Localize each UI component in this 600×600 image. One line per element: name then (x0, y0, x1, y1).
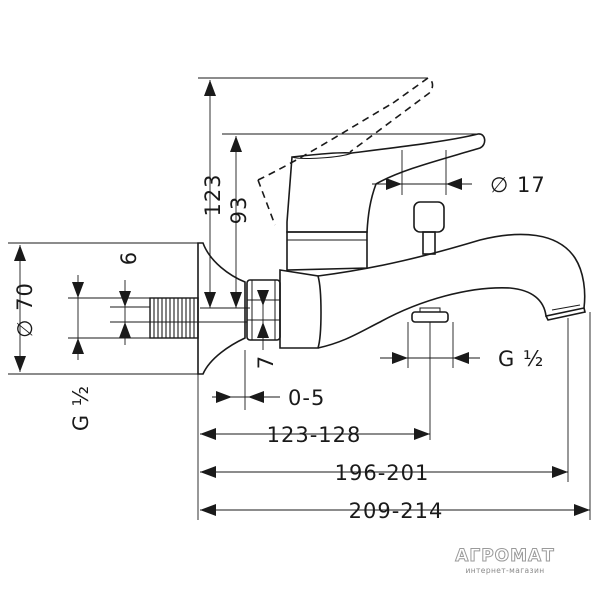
faucet-outline (149, 77, 586, 375)
dim-overall-length: 209-214 (349, 499, 444, 523)
wall-rosette (197, 242, 246, 375)
dim-lever-width: ∅ 17 (490, 173, 546, 197)
dim-thread-outlet: G ½ (498, 347, 544, 371)
dim-offset-7: 7 (254, 355, 278, 369)
diverter-knob (413, 201, 445, 255)
dim-rosette-diameter: ∅ 70 (13, 282, 37, 338)
watermark-subtitle: интернет-магазин (465, 566, 544, 575)
lever-raised-position (257, 77, 434, 226)
dim-overall-height: 123 (201, 173, 225, 216)
dim-lever-height: 93 (227, 196, 251, 225)
dim-outlet-reach: 123-128 (267, 423, 362, 447)
watermark-logo: АГРОМАТ интернет-магазин (455, 546, 555, 576)
dim-thread-inlet: G ½ (69, 385, 93, 431)
extension-lines (8, 77, 591, 520)
spout (317, 233, 586, 349)
dim-spout-reach: 196-201 (335, 461, 430, 485)
watermark-brand: АГРОМАТ (455, 546, 555, 566)
cartridge-housing (286, 231, 368, 271)
dim-wall-gap: 0-5 (288, 386, 325, 410)
mixer-body (279, 269, 322, 349)
aerator-outlet (411, 307, 449, 323)
dim-offset-6: 6 (117, 251, 141, 265)
dimension-lines (14, 80, 590, 516)
dimension-labels: 123 93 ∅ 70 6 7 G ½ ∅ 17 G ½ 0-5 123-128… (13, 173, 546, 523)
threaded-inlet (149, 297, 199, 339)
